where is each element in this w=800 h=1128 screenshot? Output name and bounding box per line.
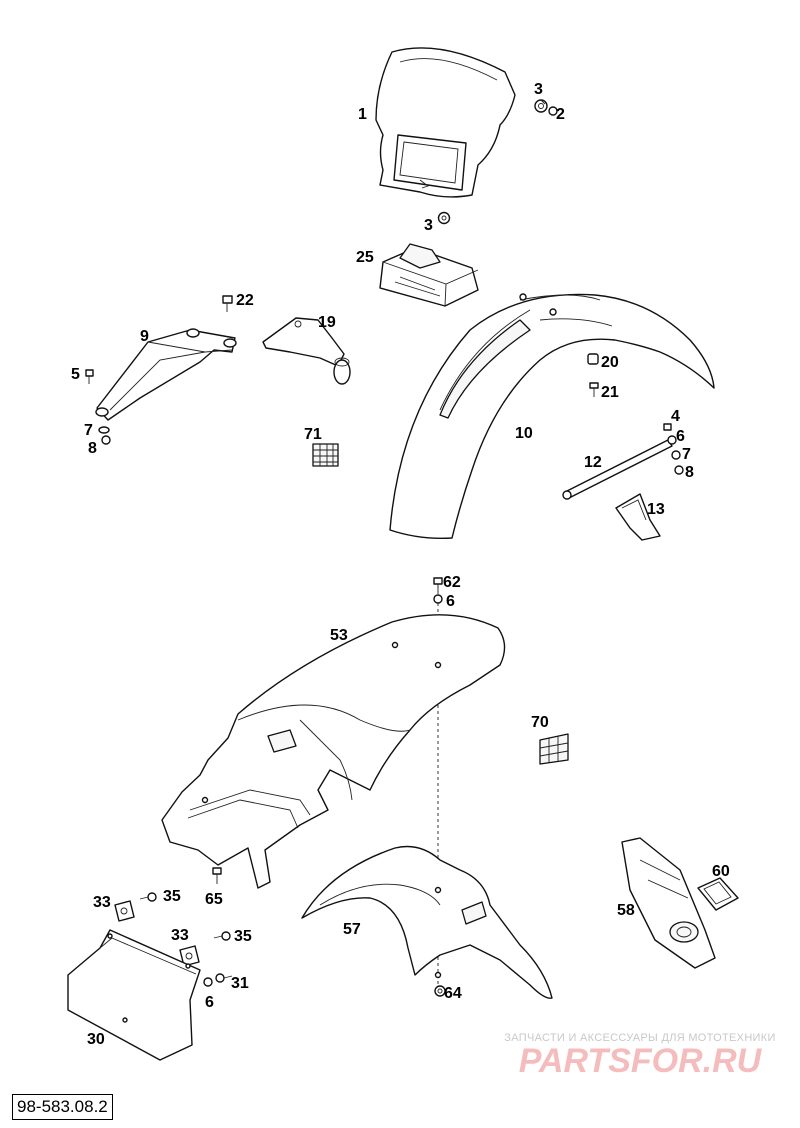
- part-screw-35-left[interactable]: [139, 892, 157, 902]
- callout-20: 20: [601, 354, 619, 371]
- callout-30: 30: [87, 1031, 105, 1048]
- callout-3-top: 3: [534, 81, 543, 98]
- part-bolt-21[interactable]: [589, 382, 599, 397]
- watermark-brand: PARTSFOR.RU: [519, 1042, 763, 1080]
- part-cable-guide-12[interactable]: [562, 439, 673, 500]
- callout-62: 62: [443, 574, 461, 591]
- callout-35-right: 35: [234, 928, 252, 945]
- watermark-subtitle: ЗАПЧАСТИ И АКСЕССУАРЫ ДЛЯ МОТОТЕХНИКИ: [504, 1032, 776, 1044]
- callout-5: 5: [71, 366, 80, 383]
- callout-33-right: 33: [171, 927, 189, 944]
- part-nut-top[interactable]: [534, 99, 558, 116]
- part-license-plate-30[interactable]: [67, 929, 201, 1061]
- callout-33-left: 33: [93, 894, 111, 911]
- callout-21: 21: [601, 384, 619, 401]
- part-clip-13[interactable]: [615, 493, 661, 541]
- part-nut-20[interactable]: [587, 353, 599, 365]
- callout-7-right: 7: [682, 446, 691, 463]
- part-rear-fender-53[interactable]: [161, 614, 506, 889]
- callout-53: 53: [330, 627, 348, 644]
- callout-64: 64: [444, 985, 462, 1002]
- callout-6-bottom: 6: [205, 994, 214, 1011]
- leader-lines: [540, 99, 546, 105]
- part-headlight-mask[interactable]: [375, 47, 516, 198]
- callout-71: 71: [304, 426, 322, 443]
- callout-9: 9: [140, 328, 149, 345]
- callout-22: 22: [236, 292, 254, 309]
- part-plate-holder-58[interactable]: [621, 837, 716, 969]
- part-screw-65[interactable]: [212, 867, 222, 884]
- callout-labels: 1 3 2 3 25 22 9 19 5 20 21 7 8 71 10 4 6…: [71, 81, 730, 1048]
- callout-13: 13: [647, 501, 665, 518]
- part-mudguard-57[interactable]: [301, 845, 553, 999]
- callout-6-mid: 6: [446, 593, 455, 610]
- callout-35-left: 35: [163, 888, 181, 905]
- callout-8-left: 8: [88, 440, 97, 457]
- callout-1: 1: [358, 106, 367, 123]
- callout-19: 19: [318, 314, 336, 331]
- part-gasket-60[interactable]: [697, 877, 739, 911]
- part-screw-35-right[interactable]: [213, 931, 231, 941]
- callout-25: 25: [356, 249, 374, 266]
- callout-8-right: 8: [685, 464, 694, 481]
- part-nut-64[interactable]: [434, 985, 446, 997]
- callout-12: 12: [584, 454, 602, 471]
- callout-58: 58: [617, 902, 635, 919]
- diagram-code: 98-583.08.2: [12, 1094, 113, 1120]
- part-front-fender-10[interactable]: [389, 293, 715, 540]
- callout-6-right: 6: [676, 428, 685, 445]
- part-bolt-22[interactable]: [222, 295, 233, 312]
- part-clip-nut-33-right[interactable]: [179, 945, 200, 967]
- part-screw-31-washer-6[interactable]: [203, 973, 233, 987]
- part-reflector-71[interactable]: [312, 443, 339, 467]
- part-clip-nut-33-left[interactable]: [114, 900, 135, 922]
- part-bracket-25[interactable]: [379, 243, 479, 307]
- part-fork-brace-9[interactable]: [95, 328, 237, 421]
- part-bracket-19[interactable]: [262, 317, 351, 385]
- part-bolt-4-washers-6-7-8[interactable]: [663, 423, 684, 475]
- part-bolt-5[interactable]: [85, 369, 94, 384]
- callout-70: 70: [531, 714, 549, 731]
- callout-65: 65: [205, 891, 223, 908]
- callout-7-left: 7: [84, 422, 93, 439]
- callout-10: 10: [515, 425, 533, 442]
- callout-2: 2: [556, 106, 565, 123]
- callout-4: 4: [671, 408, 680, 425]
- callout-3-lower: 3: [424, 217, 433, 234]
- part-reflector-70[interactable]: [539, 733, 569, 765]
- callout-31: 31: [231, 975, 249, 992]
- part-nut-3-lower[interactable]: [437, 211, 451, 225]
- part-bolt-62-washer-6[interactable]: [433, 577, 443, 604]
- callout-57: 57: [343, 921, 361, 938]
- callout-60: 60: [712, 863, 730, 880]
- part-washers-7-8-left[interactable]: [98, 426, 111, 445]
